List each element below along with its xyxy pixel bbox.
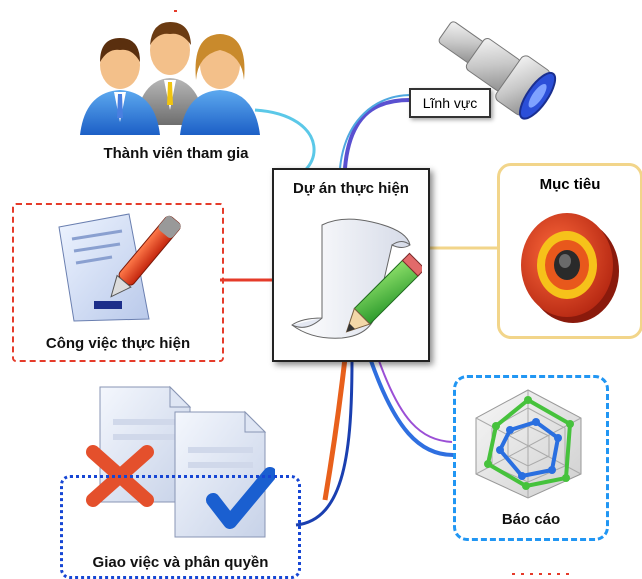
linh-vuc-node: Lĩnh vực	[409, 88, 491, 118]
telescope-icon	[438, 21, 557, 120]
branch-bao-cao	[368, 357, 454, 457]
branch-linh-vuc-top	[339, 94, 413, 169]
muc-tieu-label: Mục tiêu	[539, 176, 601, 193]
thanh-vien-label: Thành viên tham gia	[103, 145, 249, 162]
scroll-pencil-icon	[291, 218, 422, 339]
target-icon	[521, 213, 619, 323]
giao-viec-label: Giao việc và phân quyền	[92, 554, 269, 571]
branch-giao-viec-red	[322, 357, 348, 501]
bao-cao-node: Báo cáo	[453, 375, 609, 541]
central-title: Dự án thực hiện	[293, 180, 409, 197]
bao-cao-label: Báo cáo	[501, 511, 561, 528]
giao-viec-node: Giao việc và phân quyền	[60, 475, 301, 579]
branch-bao-cao-purple	[377, 357, 453, 443]
decorative-dash	[512, 573, 572, 575]
document-pen-icon	[58, 213, 181, 322]
cong-viec-node: Công việc thực hiện	[12, 203, 224, 362]
cong-viec-label: Công việc thực hiện	[45, 335, 191, 352]
radar-chart-icon	[475, 389, 582, 499]
branch-giao-viec	[295, 357, 354, 527]
central-node: Dự án thực hiện	[272, 168, 430, 362]
branch-linh-vuc	[343, 98, 411, 169]
linh-vuc-label: Lĩnh vực	[422, 95, 478, 111]
muc-tieu-node: Mục tiêu	[497, 163, 642, 339]
documents-check-cross-icon	[86, 385, 275, 538]
decorative-dot	[174, 10, 177, 12]
people-group-icon	[80, 22, 260, 135]
